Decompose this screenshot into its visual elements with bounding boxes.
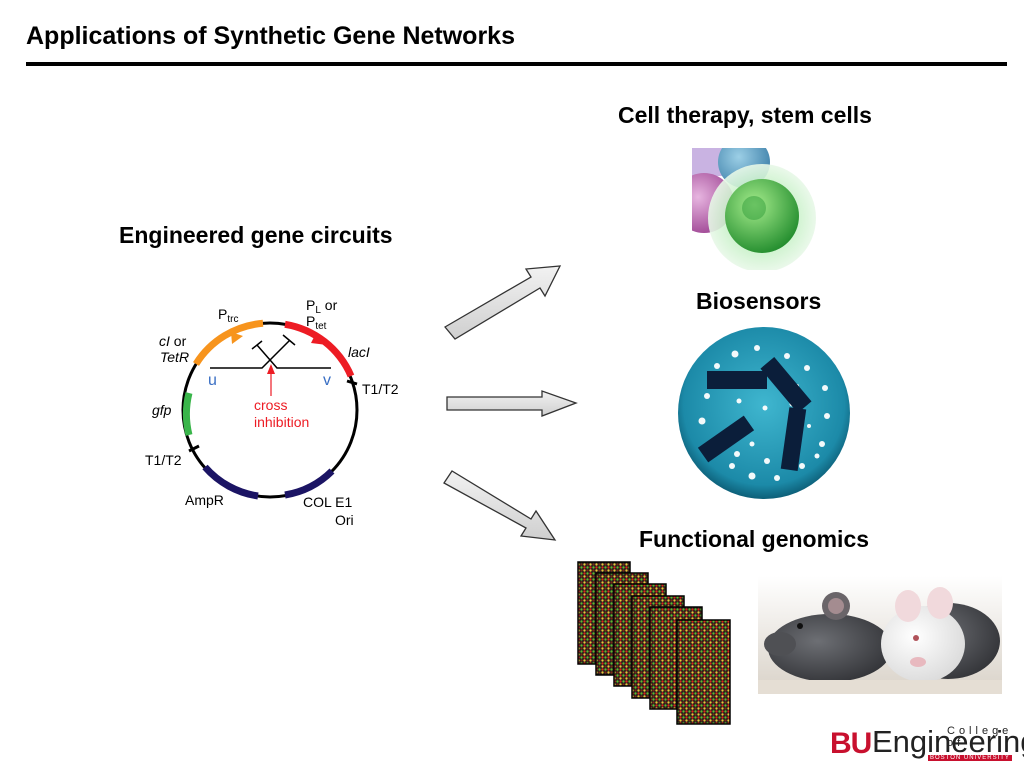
application-arrows bbox=[443, 265, 578, 541]
inhibition-bar-v bbox=[251, 340, 263, 350]
v-label: v bbox=[323, 372, 331, 389]
arrow-to-biosensors bbox=[446, 390, 578, 417]
sensor-strip-2 bbox=[760, 356, 812, 414]
college-of-wordmark: College of bbox=[947, 725, 1013, 749]
laci-gene-segment bbox=[284, 320, 355, 378]
stem-cells-image bbox=[692, 148, 832, 270]
ampr-gene-segment bbox=[202, 464, 259, 500]
terminator-left-mark bbox=[188, 444, 200, 453]
white-mouse-body bbox=[881, 606, 965, 682]
gfp-label: gfp bbox=[152, 402, 172, 418]
ori-label: Ori bbox=[335, 512, 354, 528]
biosensor-petri-dish-image bbox=[678, 327, 850, 499]
petri-dish bbox=[678, 327, 850, 499]
slide-title: Applications of Synthetic Gene Networks bbox=[26, 22, 515, 50]
cross-inhibition-arrowhead bbox=[267, 364, 275, 374]
inhibition-label: inhibition bbox=[254, 414, 309, 430]
white-mouse-ear-left bbox=[895, 590, 921, 622]
t1t2-right-label: T1/T2 bbox=[362, 381, 399, 397]
cell-therapy-heading: Cell therapy, stem cells bbox=[618, 102, 872, 128]
terminator-right-mark bbox=[346, 379, 358, 386]
ptrc-label: Ptrc bbox=[218, 306, 238, 325]
engineering-wordmark: Engineering bbox=[872, 724, 1024, 759]
sensor-strip-4 bbox=[780, 407, 807, 471]
biosensors-heading: Biosensors bbox=[696, 288, 822, 314]
white-mouse-ear-right bbox=[927, 587, 953, 619]
white-mouse-eye bbox=[913, 635, 919, 641]
laci-arrowhead bbox=[311, 333, 327, 345]
grey-mouse-eye bbox=[797, 623, 803, 629]
functional-genomics-heading: Functional genomics bbox=[639, 526, 870, 552]
u-label: u bbox=[208, 372, 217, 389]
bu-logo-mark: BU bbox=[830, 727, 872, 760]
laci-label: lacI bbox=[348, 344, 370, 360]
arrow-to-functional-genomics bbox=[443, 470, 557, 541]
arrow-to-cell-therapy bbox=[444, 265, 562, 340]
grey-mouse-body bbox=[768, 614, 892, 682]
cross-inhibition-line-v bbox=[256, 344, 331, 369]
engineered-circuits-heading: Engineered gene circuits bbox=[119, 222, 393, 248]
ci-arrowhead bbox=[231, 332, 243, 344]
pl-label: PL or bbox=[306, 297, 338, 316]
gfp-gene-segment bbox=[182, 392, 193, 436]
cross-inhibition-line-u bbox=[210, 339, 291, 369]
sensor-strip-1 bbox=[707, 371, 767, 389]
microarray-slide-6 bbox=[676, 619, 731, 725]
boston-university-tag: BOSTON UNIVERSITY bbox=[928, 755, 1012, 761]
ci-tetr-gene-segment bbox=[193, 319, 264, 366]
mice-image bbox=[758, 576, 1002, 694]
microarray-stack-image bbox=[577, 561, 731, 725]
col-e1-label: COL E1 bbox=[303, 494, 352, 510]
ampr-label: AmpR bbox=[185, 492, 224, 508]
tetr-label: TetR bbox=[160, 349, 189, 365]
ci-label: cI or bbox=[159, 333, 187, 349]
t1t2-left-label: T1/T2 bbox=[145, 452, 182, 468]
ptet-label: Ptet bbox=[306, 313, 327, 332]
sensor-strip-3 bbox=[697, 415, 755, 463]
inhibition-bar-u bbox=[282, 334, 296, 346]
cross-label: cross bbox=[254, 397, 287, 413]
toggle-switch-plasmid-diagram: Ptrc PL or Ptet cI or TetR lacI u v T1/T… bbox=[145, 297, 399, 528]
title-divider bbox=[26, 62, 1007, 66]
col-e1-ori-segment bbox=[284, 468, 335, 499]
